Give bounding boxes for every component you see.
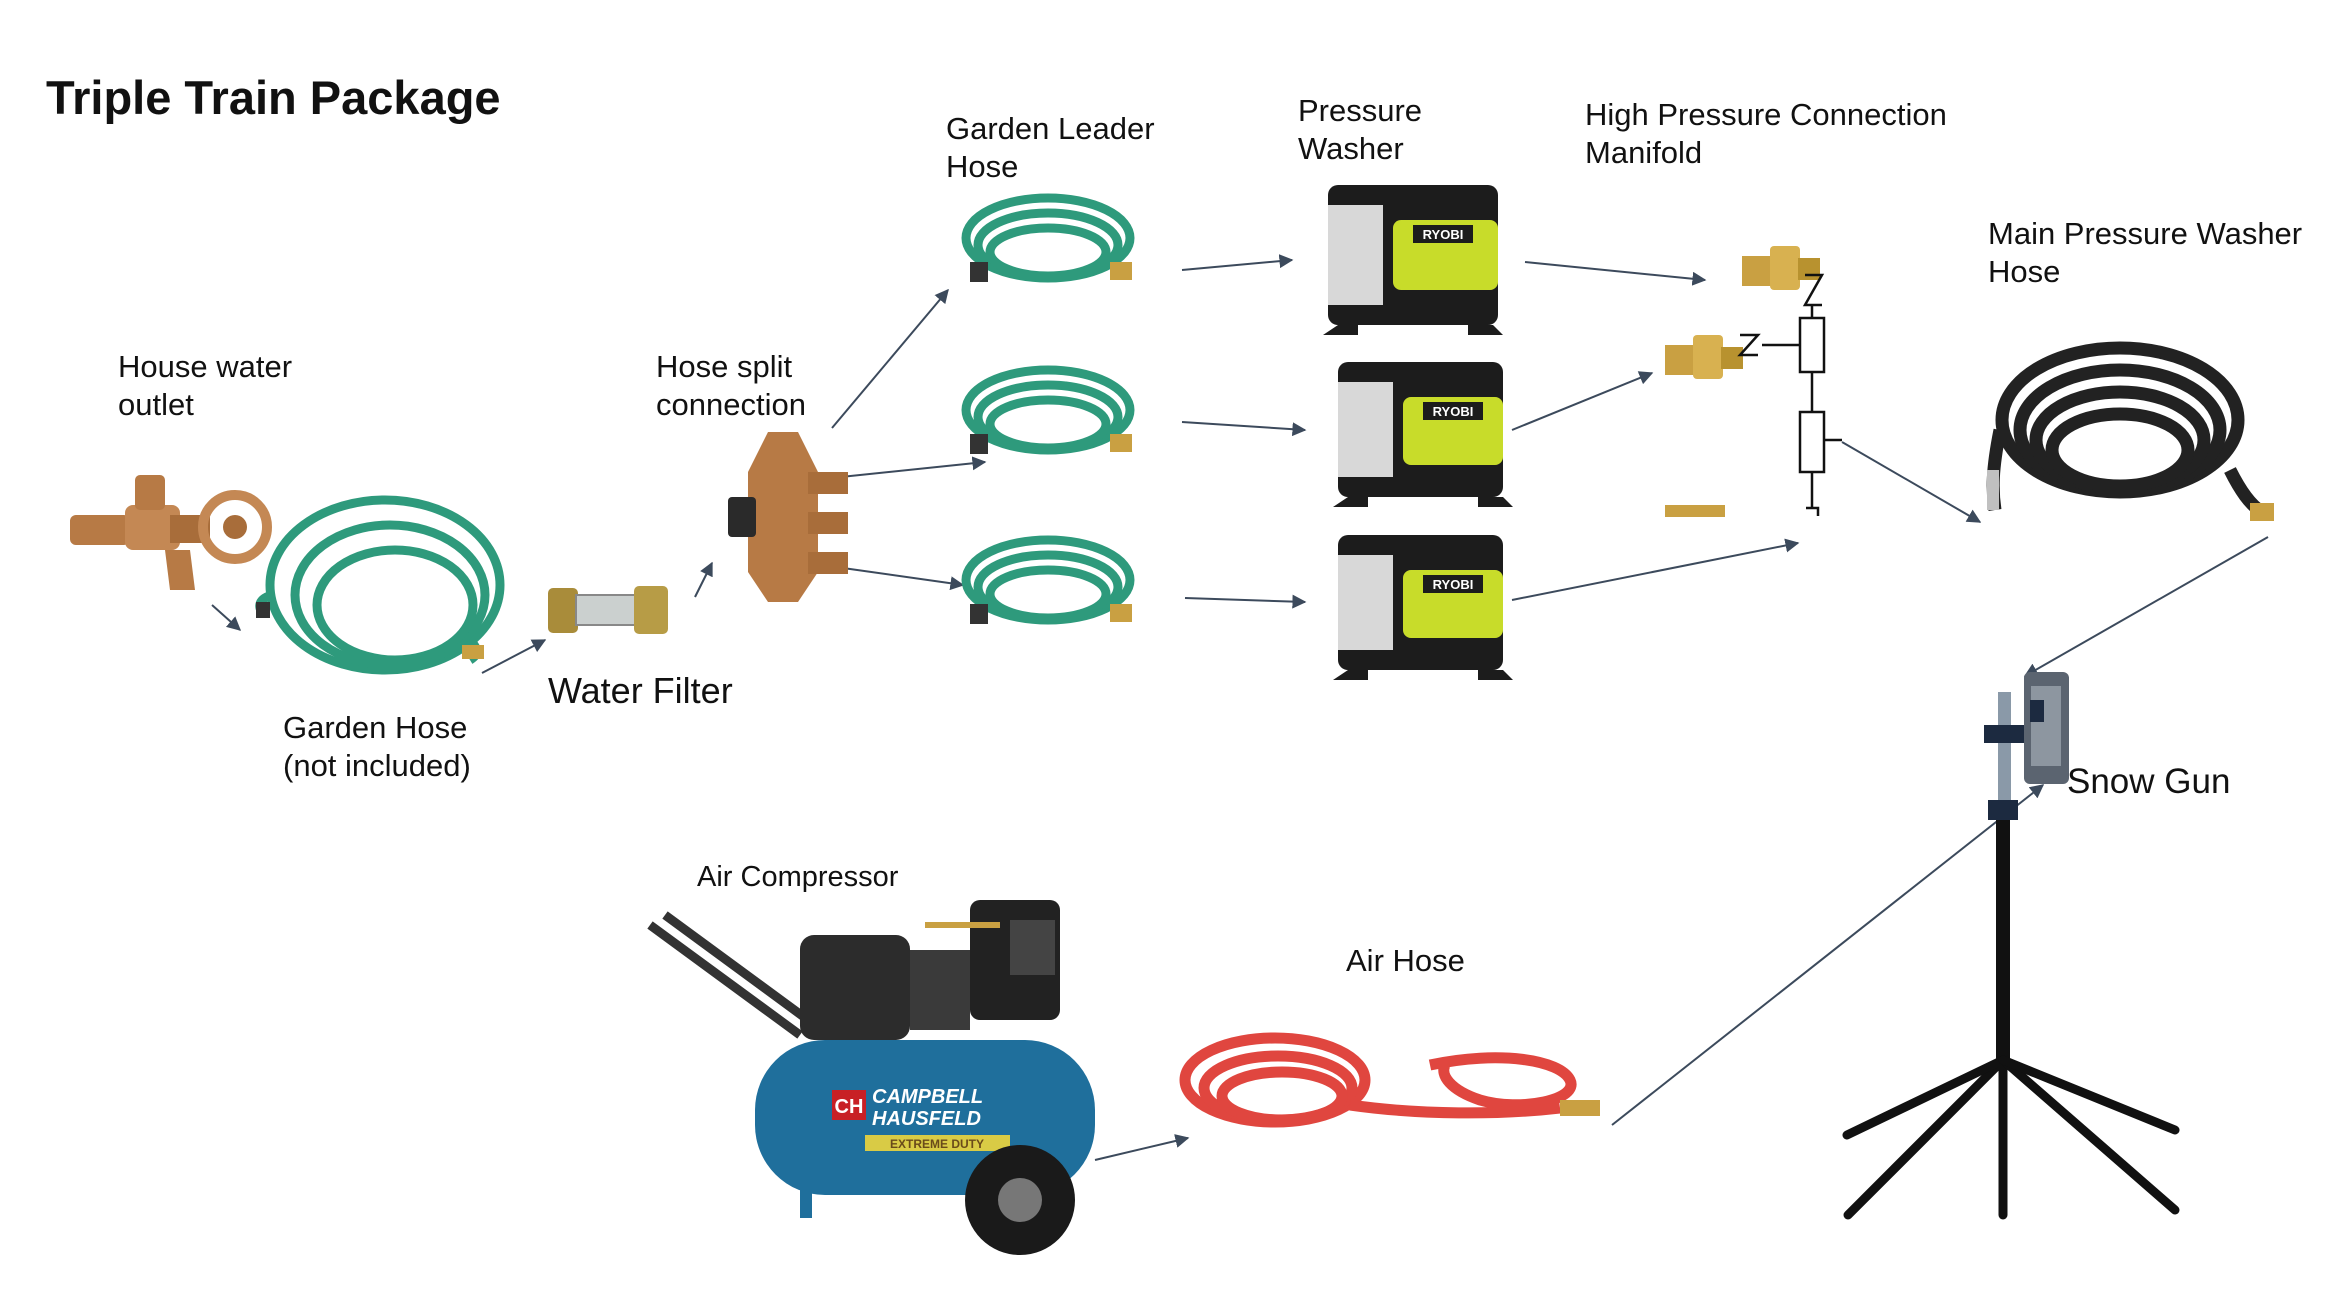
arrow-pw1-to-manifold: [1524, 261, 1707, 286]
arrow-airhose-to-snowgun: [1611, 784, 2045, 1126]
house-water-outlet-image: [70, 475, 272, 590]
arrow-filter-to-split: [694, 561, 713, 598]
brass-coupler-1: [1742, 246, 1820, 290]
label-pressure-washer: Pressure Washer: [1298, 93, 1423, 166]
arrow-hose-to-filter: [481, 639, 547, 674]
brass-coupler-2: [1665, 335, 1743, 379]
garden-leader-hose-3: [961, 535, 1135, 625]
svg-text:RYOBI: RYOBI: [1433, 404, 1474, 419]
compressor-logo: CH: [835, 1096, 864, 1118]
leader-hose-1-brass: [1110, 262, 1132, 280]
garden-hose-image: [255, 495, 505, 675]
arrow-compressor-to-airhose: [1094, 1134, 1190, 1161]
snow-gun-image: [1842, 672, 2180, 1220]
pressure-washer-2: RYOBI: [1333, 362, 1513, 507]
leader-hose-3-fitting: [970, 604, 988, 624]
pressure-washer-3: RYOBI: [1333, 535, 1513, 680]
label-house-water-outlet: House water outlet: [118, 349, 293, 422]
hose-split-image: [728, 432, 848, 602]
label-snow-gun: Snow Gun: [2067, 762, 2231, 801]
main-pw-hose-image: [1986, 341, 2266, 518]
garden-hose-end-fitting: [256, 602, 270, 618]
arrow-split-to-hose1: [831, 288, 949, 429]
leader-hose-3-brass: [1110, 604, 1132, 622]
arrow-main-hose-to-snowgun: [2023, 536, 2269, 677]
label-main-pw-hose: Main Pressure Washer Hose: [1988, 216, 2303, 289]
air-compressor-image: EXTREME DUTY CH CAMPBELL HAUSFELD: [647, 900, 1095, 1255]
svg-text:RYOBI: RYOBI: [1433, 577, 1474, 592]
pressure-washer-1: RYOBI: [1323, 185, 1503, 335]
brass-coupler-3-partial: [1665, 505, 1725, 517]
label-water-filter: Water Filter: [548, 670, 733, 711]
label-air-compressor: Air Compressor: [697, 861, 899, 893]
garden-leader-hose-2: [961, 365, 1135, 455]
arrow-hose2-to-pw2: [1181, 421, 1307, 437]
leader-hose-2-brass: [1110, 434, 1132, 452]
arrow-outlet-to-hose: [211, 604, 242, 631]
arrow-hose3-to-pw3: [1184, 594, 1307, 609]
arrow-pw2-to-manifold: [1511, 371, 1654, 431]
air-hose-image: [1179, 1032, 1577, 1128]
leader-hose-2-fitting: [970, 434, 988, 454]
garden-leader-hose-1: [961, 193, 1135, 283]
main-hose-brass-fitting: [2250, 503, 2274, 521]
label-hp-manifold: High Pressure Connection Manifold: [1585, 97, 1947, 170]
hp-manifold-image: [1665, 246, 1842, 517]
label-garden-hose: Garden Hose (not included): [283, 710, 471, 783]
label-air-hose: Air Hose: [1346, 943, 1465, 978]
arrow-hose1-to-pw1: [1181, 254, 1294, 271]
main-hose-steel-fitting: [1987, 470, 1999, 510]
page-title: Triple Train Package: [46, 71, 501, 124]
label-hose-split: Hose split connection: [656, 349, 806, 422]
svg-text:RYOBI: RYOBI: [1423, 227, 1464, 242]
water-filter-image: [548, 586, 668, 634]
compressor-brand-line2: HAUSFELD: [872, 1108, 981, 1130]
air-hose-brass-fitting: [1560, 1100, 1600, 1116]
compressor-brand-line1: CAMPBELL: [872, 1086, 983, 1108]
arrow-manifold-to-main-hose: [1841, 441, 1982, 523]
arrow-pw3-to-manifold: [1511, 538, 1800, 601]
garden-hose-brass-fitting: [462, 645, 484, 659]
label-garden-leader-hose: Garden Leader Hose: [946, 111, 1155, 184]
compressor-badge-text: EXTREME DUTY: [890, 1137, 984, 1151]
arrow-split-to-hose3: [842, 567, 965, 591]
leader-hose-1-fitting: [970, 262, 988, 282]
